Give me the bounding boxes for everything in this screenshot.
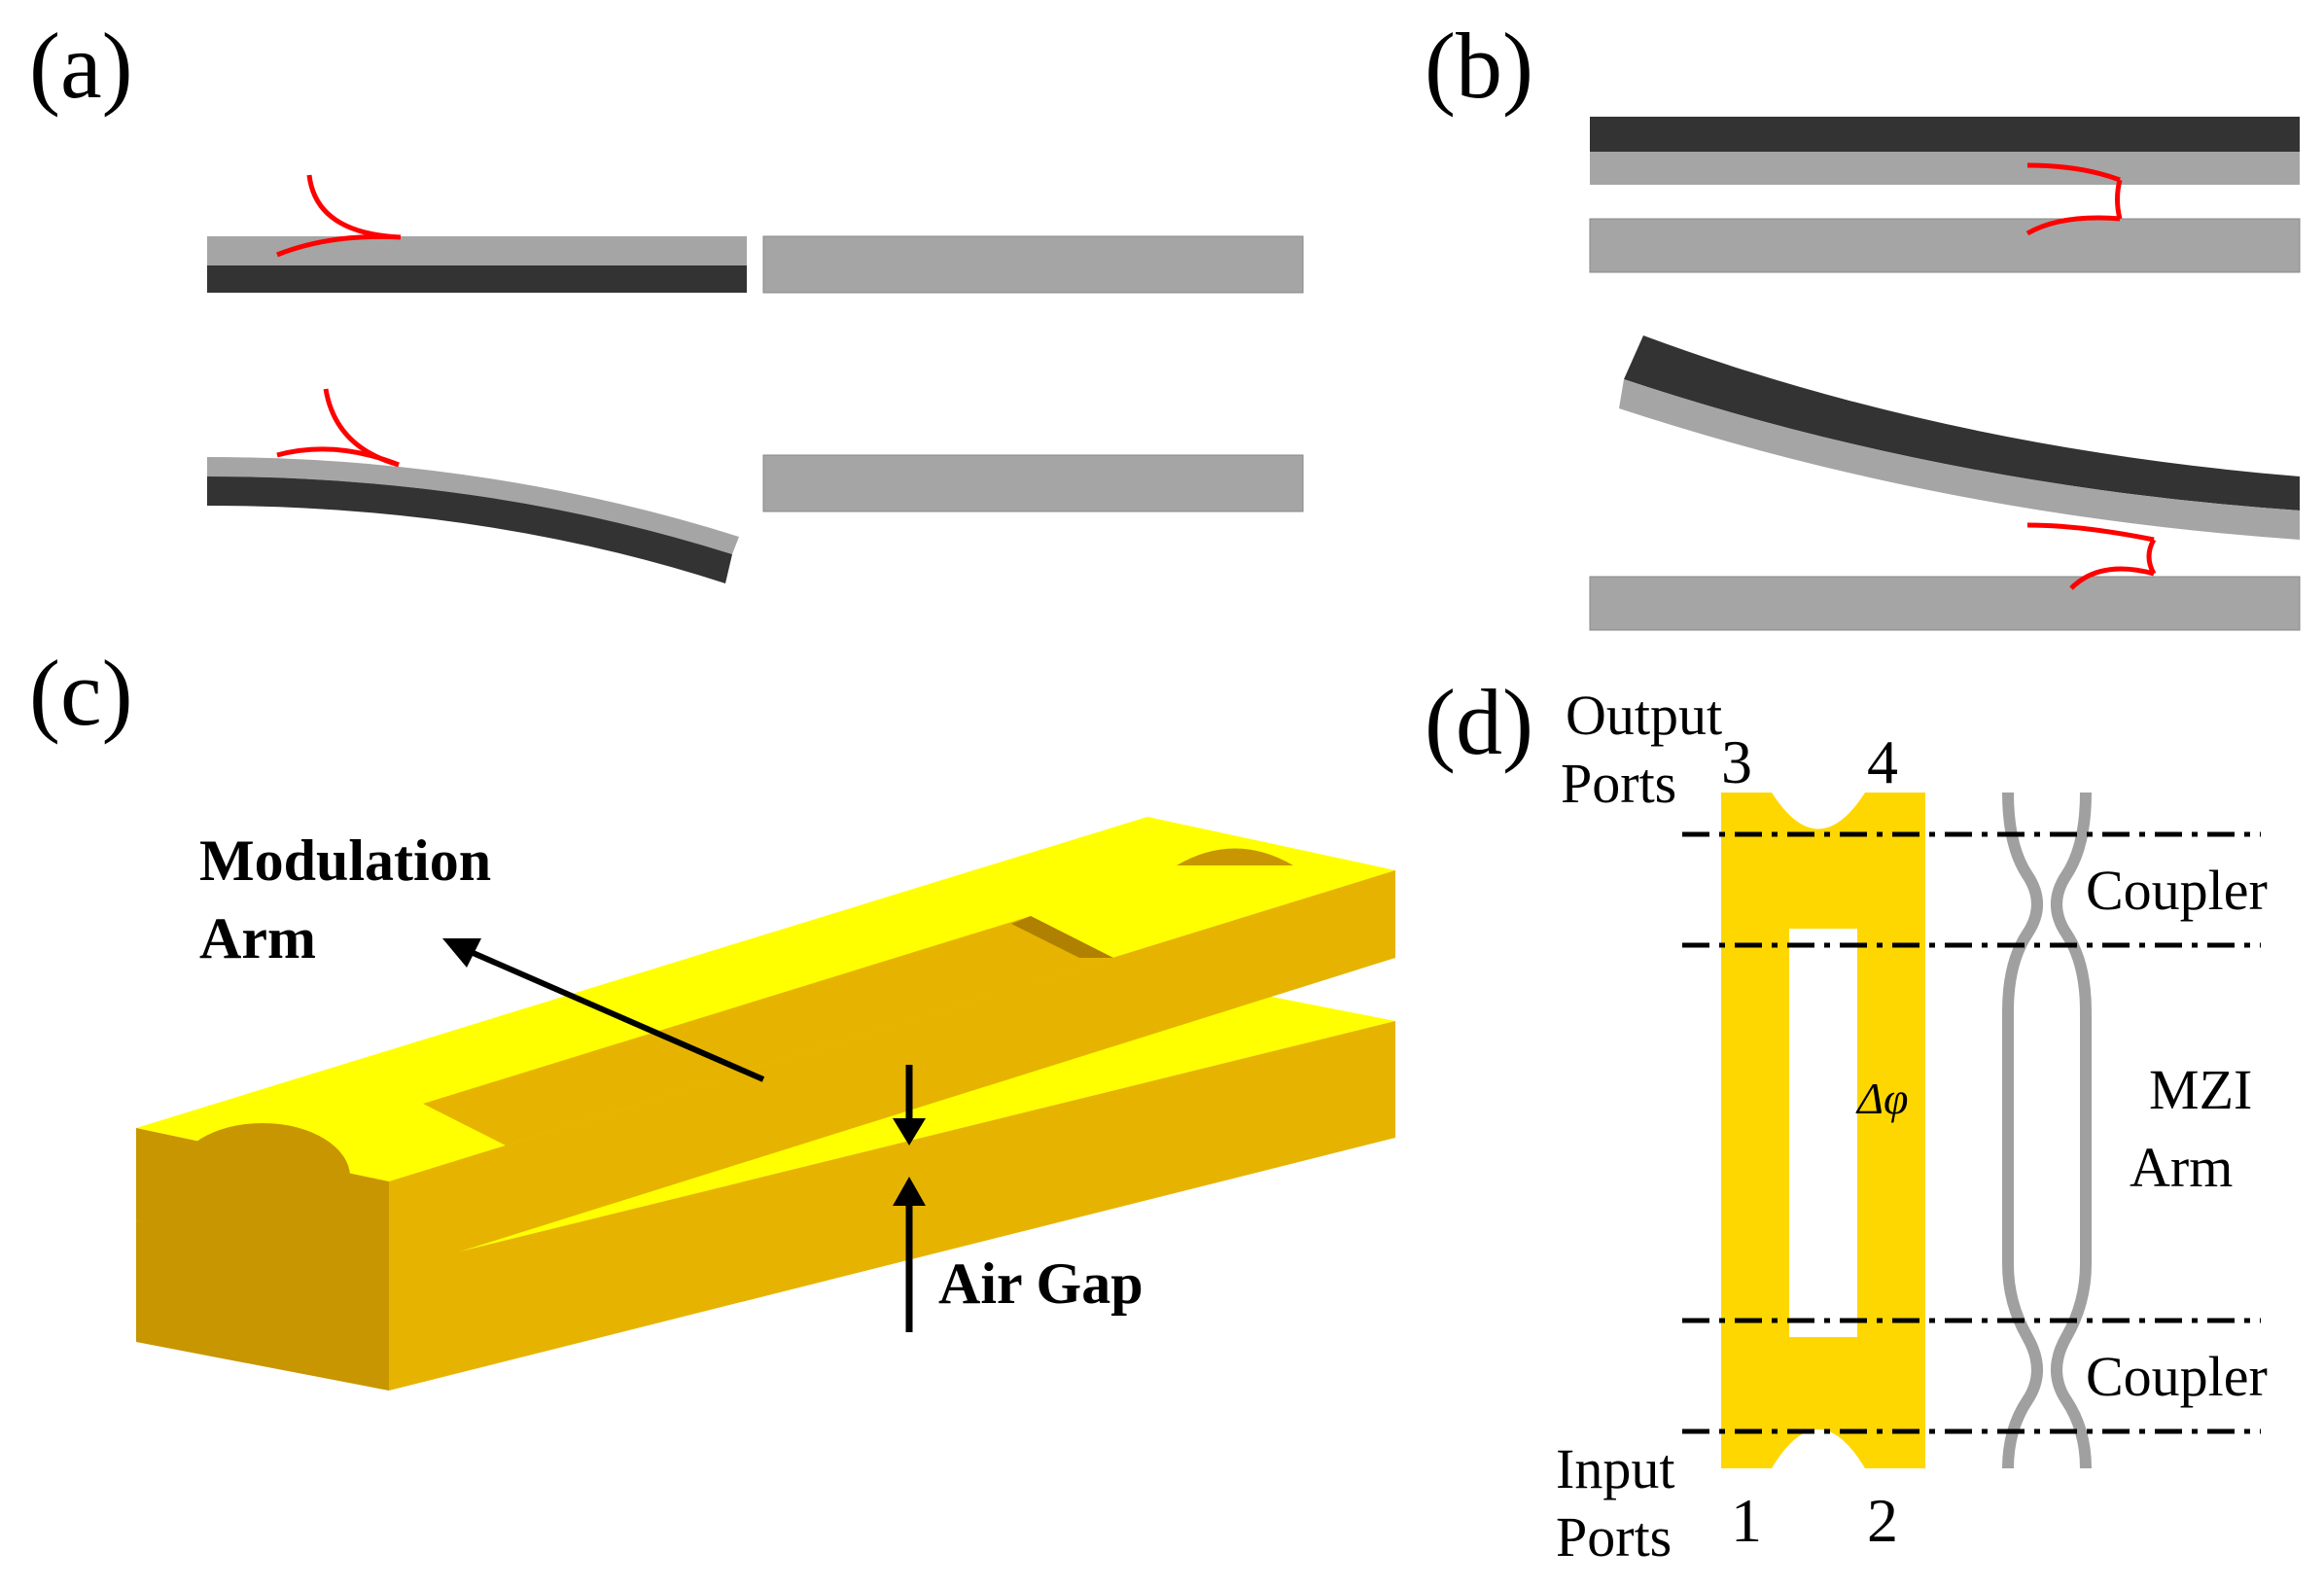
panel-a-label: (a) xyxy=(29,14,133,118)
mzi-arm-line1: MZI xyxy=(2149,1058,2252,1121)
panel-c-label: (c) xyxy=(29,641,133,745)
mode-profile-top xyxy=(276,174,402,258)
waveguide-bent-left xyxy=(207,457,739,554)
mode-profile-bent xyxy=(276,388,400,468)
waveguide-bottom-b xyxy=(1589,576,2301,631)
coupler-top-label: Coupler xyxy=(2086,859,2268,922)
waveguide-top-left xyxy=(207,236,747,265)
electrode-top-left xyxy=(207,265,747,293)
air-gap-arrowhead-down xyxy=(893,1118,926,1145)
modulation-slot-wall xyxy=(1011,916,1113,958)
electrode-top-b xyxy=(1590,117,2300,152)
waveguide-lower-b xyxy=(1589,218,2301,273)
panel-c: (c) Modulation Arm Air Gap xyxy=(29,641,1395,1391)
waveguide-top-b xyxy=(1590,152,2300,185)
electrode-bent-b xyxy=(1624,335,2300,511)
upper-plate-front xyxy=(389,870,1395,1274)
output-ports-line2: Ports xyxy=(1561,752,1676,815)
coupler-bottom-label: Coupler xyxy=(2086,1345,2268,1408)
mode-profile-b-bottom xyxy=(2026,522,2157,590)
output-ports-line1: Output xyxy=(1566,684,1722,747)
panel-d-label: (d) xyxy=(1425,670,1533,774)
waveguide-top-right xyxy=(762,235,1304,294)
waveguide-left-d xyxy=(2002,792,2043,1469)
panel-b-label: (b) xyxy=(1425,14,1533,118)
mzi-slot xyxy=(1789,929,1857,1337)
air-gap-label: Air Gap xyxy=(938,1251,1144,1316)
waveguide-bottom-right xyxy=(762,454,1304,512)
port-3: 3 xyxy=(1721,727,1752,796)
panel-b: (b) xyxy=(1425,14,2301,631)
air-gap-arrowhead-up xyxy=(893,1177,926,1206)
electrode-bent-left xyxy=(207,476,732,583)
port-2: 2 xyxy=(1867,1486,1898,1555)
modulation-arm-label-line1: Modulation xyxy=(199,828,491,893)
input-ports-line1: Input xyxy=(1556,1437,1674,1500)
port-4: 4 xyxy=(1867,727,1898,796)
phase-label: Δφ xyxy=(1855,1074,1908,1123)
mzi-arm-line2: Arm xyxy=(2130,1136,2233,1199)
waveguide-right-d xyxy=(2051,792,2092,1469)
waveguide-bent-b xyxy=(1619,379,2300,540)
modulation-arm-arrow xyxy=(460,945,765,1082)
port-1: 1 xyxy=(1731,1486,1762,1555)
panel-d: (d) Output Ports 3 4 Δφ Coupler MZI Arm … xyxy=(1425,670,2268,1568)
input-ports-line2: Ports xyxy=(1556,1505,1672,1568)
port-notch-right xyxy=(1177,848,1293,865)
modulation-slot xyxy=(423,916,1113,1145)
modulation-arm-label-line2: Arm xyxy=(199,906,316,970)
lower-plate-front xyxy=(389,1021,1395,1391)
port-notch-left-upper xyxy=(175,1123,350,1230)
panel-a: (a) xyxy=(29,14,1304,583)
port-notch-left-lower xyxy=(190,1225,335,1303)
modulation-arm-arrowhead xyxy=(442,938,481,968)
mode-profile-b-top xyxy=(2025,162,2123,236)
